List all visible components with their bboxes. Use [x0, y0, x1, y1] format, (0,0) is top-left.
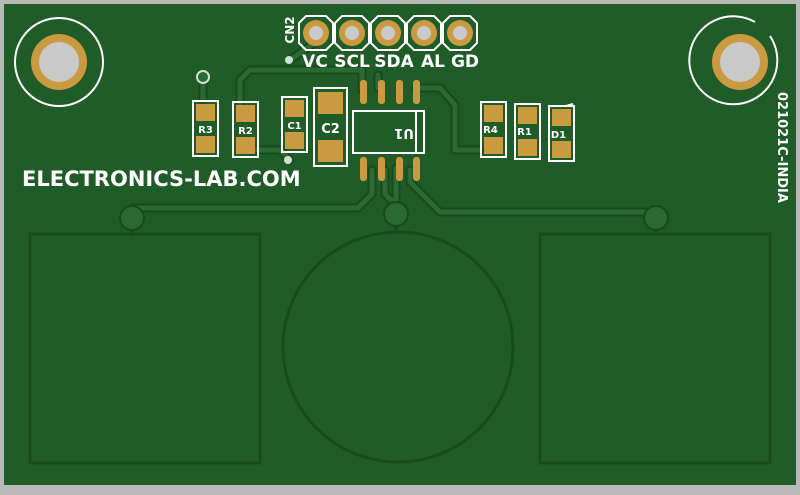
cn2-pin-hole-vc: [309, 26, 323, 40]
resistor-r4: R4: [480, 101, 507, 158]
capacitor-c2: C2: [313, 87, 348, 167]
cn2-pin-outline-vc: [298, 15, 334, 51]
resistor-r2: R2: [232, 101, 259, 158]
cn2-pin-outline-sda: [370, 15, 406, 51]
via-center: [383, 201, 409, 227]
cn2-pin-hole-sda: [381, 26, 395, 40]
pin-label-al: AL: [421, 52, 445, 72]
cn2-pin-hole-gd: [453, 26, 467, 40]
c1-label: C1: [287, 121, 301, 132]
pin-label-sda: SDA: [374, 52, 414, 72]
vias: [119, 56, 669, 231]
via-right: [643, 205, 669, 231]
via-small-r3: [196, 70, 210, 84]
resistor-r3: R3: [192, 100, 219, 157]
diode-d1: D1: [548, 103, 575, 162]
cn2-ref-label: CN2: [283, 16, 297, 43]
via-left: [119, 205, 145, 231]
pin-label-scl: SCL: [334, 52, 370, 72]
ic-u1: U1: [352, 80, 425, 181]
part-number-silkscreen: 021021C-INDIA: [774, 92, 789, 203]
cn2-pin-outline-scl: [334, 15, 370, 51]
mounting-hole-right: [688, 15, 779, 106]
connector-cn2: CN2 VC SCL SDA AL GD: [283, 15, 479, 72]
board-substrate: [4, 4, 796, 485]
cn2-pin-outline-gd: [442, 15, 478, 51]
capacitor-c1: C1: [281, 96, 308, 153]
pin-label-gd: GD: [451, 52, 479, 72]
via-dot-c1: [284, 156, 292, 164]
u1-label: U1: [394, 125, 414, 140]
cn2-pin-hole-scl: [345, 26, 359, 40]
d1-label: D1: [551, 130, 566, 141]
resistor-r1: R1: [514, 103, 541, 160]
r4-label: R4: [483, 125, 498, 136]
r3-label: R3: [198, 125, 213, 136]
pin-label-vc: VC: [302, 52, 328, 72]
r1-label: R1: [517, 127, 532, 138]
via-dot-cn2: [285, 56, 293, 64]
brand-silkscreen: ELECTRONICS-LAB.COM: [22, 167, 301, 191]
cn2-pin-hole-al: [417, 26, 431, 40]
cn2-pin-outline-al: [406, 15, 442, 51]
left-sensor-pad: [28, 232, 262, 465]
r2-label: R2: [238, 126, 253, 137]
mounting-hole-left: [14, 17, 104, 107]
c2-label: C2: [321, 122, 340, 137]
center-sensor-pad: [281, 230, 515, 464]
